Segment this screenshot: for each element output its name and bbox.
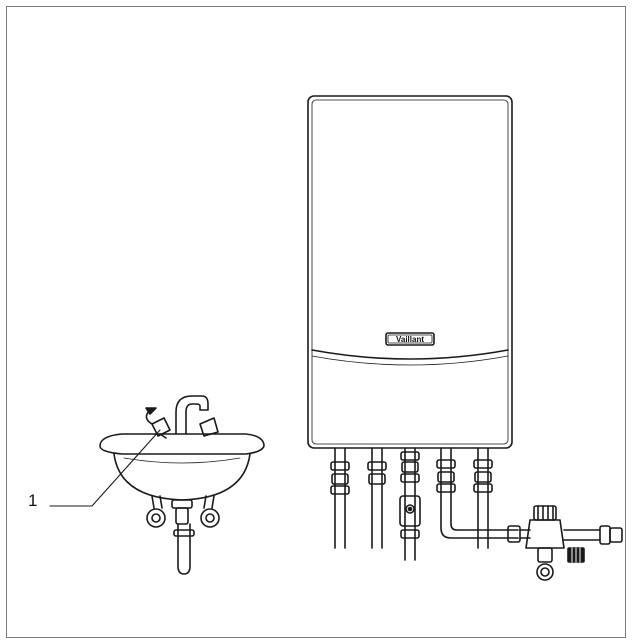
boiler-casing-inner — [311, 99, 509, 445]
mixer-tap — [145, 395, 219, 439]
callout-1-label: 1 — [28, 491, 38, 510]
wash-basin — [99, 433, 265, 575]
callout-leader-line — [49, 429, 161, 507]
diagram-frame — [6, 6, 626, 638]
gas-pipe-with-valve — [399, 447, 421, 561]
pipe-1 — [330, 447, 350, 549]
boiler-casing — [307, 95, 513, 449]
brand-badge-text: Vaillant — [396, 335, 424, 344]
boiler-unit: Vaillant — [307, 95, 513, 449]
pipe-4 — [436, 447, 519, 539]
pipe-5 — [473, 447, 493, 549]
pipe-2 — [367, 447, 387, 549]
boiler-pipes — [330, 447, 519, 561]
valve-assembly — [507, 505, 623, 581]
boiler-panel-curve — [311, 349, 509, 360]
brand-badge: Vaillant — [385, 332, 435, 346]
boiler-panel-curve-inner — [311, 355, 509, 366]
